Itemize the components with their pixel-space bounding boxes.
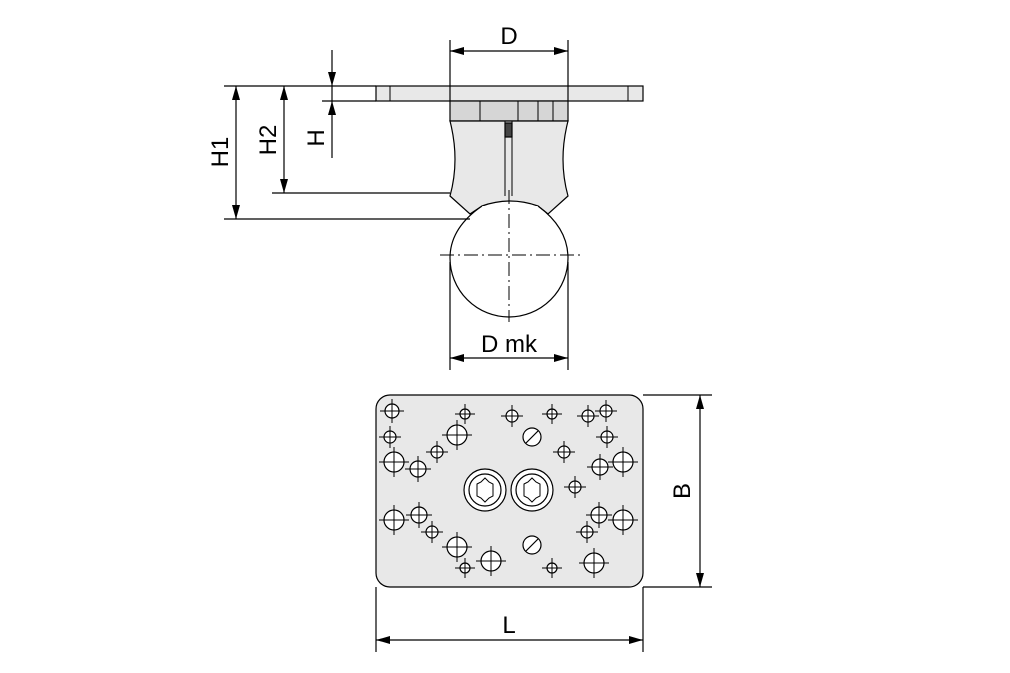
side-view [375, 85, 644, 322]
dimension-h: H [303, 50, 376, 158]
mounting-hole [379, 505, 409, 535]
mounting-hole [542, 558, 562, 578]
dimension-h2: H2 [255, 86, 450, 194]
mounting-hole [579, 548, 609, 578]
mounting-hole [455, 558, 475, 578]
mounting-hole [595, 400, 617, 422]
upper-block [449, 100, 569, 122]
mounting-hole [586, 502, 612, 528]
mounting-hole [553, 441, 575, 463]
label-h: H [303, 129, 330, 146]
top-view [375, 394, 644, 588]
mounting-hole [442, 420, 472, 450]
dimension-d-mk: D mk [449, 262, 569, 370]
mounting-hole [587, 454, 613, 480]
mounting-hole [380, 399, 404, 423]
mounting-hole [608, 505, 638, 535]
mounting-hole [576, 521, 598, 543]
label-h2: H2 [255, 125, 282, 156]
base-plate [375, 394, 644, 588]
mounting-holes [379, 399, 638, 578]
mounting-hole [577, 405, 599, 427]
dimension-d: D [449, 23, 569, 101]
label-d: D [500, 23, 517, 50]
mounting-hole [596, 426, 618, 448]
label-h1: H1 [207, 137, 234, 168]
mounting-hole [455, 404, 475, 424]
mounting-hole [608, 447, 638, 477]
dimension-b: B [643, 394, 712, 588]
mounting-hole [542, 404, 562, 424]
mounting-hole [476, 546, 506, 576]
mounting-hole [379, 426, 401, 448]
mounting-hole [442, 532, 472, 562]
center-bolt-right [510, 468, 554, 512]
mounting-hole [405, 456, 431, 482]
label-b: B [669, 483, 696, 499]
dimension-h1: H1 [207, 85, 470, 220]
mounting-hole [406, 502, 432, 528]
flange-plate [375, 85, 644, 102]
mounting-hole [564, 476, 586, 498]
clamp-body [449, 120, 569, 215]
slotted-screw-bottom [522, 535, 542, 555]
dimension-l: L [375, 587, 644, 652]
mounting-hole [426, 441, 448, 463]
mounting-hole [379, 447, 409, 477]
label-l: L [502, 612, 515, 639]
mounting-hole [501, 405, 523, 427]
mounting-hole [421, 521, 443, 543]
slotted-screw-top [522, 427, 542, 447]
label-d-mk: D mk [481, 331, 538, 358]
center-bolt-left [463, 468, 507, 512]
